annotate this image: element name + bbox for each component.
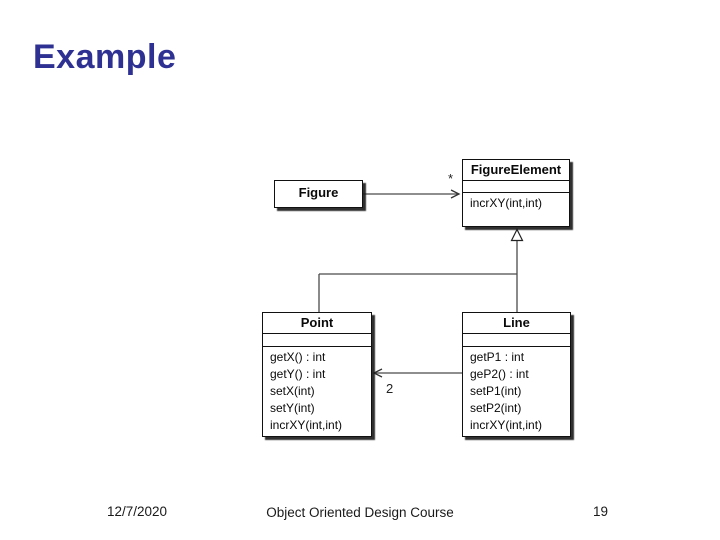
- footer-date: 12/7/2020: [107, 504, 168, 519]
- class-line: Line getP1 : int geP2() : int setP1(int)…: [462, 312, 571, 437]
- operation: setY(int): [270, 401, 315, 415]
- class-figure-name: Figure: [298, 185, 339, 200]
- slide-footer: 12/7/2020 Object Oriented Design Course …: [0, 504, 720, 528]
- operation: geP2() : int: [470, 367, 529, 381]
- class-line-name: Line: [503, 315, 530, 330]
- class-figure-element-operations: incrXY(int,int): [463, 192, 569, 226]
- class-figure-element: FigureElement incrXY(int,int): [462, 159, 570, 227]
- operation: incrXY(int,int): [470, 196, 543, 210]
- operation: setP1(int): [470, 384, 522, 398]
- class-point-name: Point: [300, 315, 334, 330]
- footer-page-number: 19: [593, 504, 609, 519]
- hollow-triangle-icon: [510, 228, 524, 242]
- multiplicity-2-label: 2: [386, 381, 393, 396]
- operation: getP1 : int: [470, 350, 525, 364]
- class-line-attributes: [463, 333, 570, 346]
- footer-course-title: Object Oriented Design Course: [266, 505, 454, 520]
- open-arrowhead-left-icon: [372, 368, 383, 378]
- operation: incrXY(int,int): [270, 418, 343, 432]
- class-line-operations: getP1 : int geP2() : int setP1(int) setP…: [463, 346, 570, 435]
- open-arrowhead-right-icon: [450, 189, 461, 199]
- operation: setP2(int): [470, 401, 522, 415]
- slide-title: Example: [33, 38, 177, 76]
- class-point-operations: getX() : int getY() : int setX(int) setY…: [263, 346, 371, 435]
- class-figure-element-attributes: [463, 180, 569, 192]
- operation: incrXY(int,int): [470, 418, 543, 432]
- class-point-attributes: [263, 333, 371, 346]
- class-point: Point getX() : int getY() : int setX(int…: [262, 312, 372, 437]
- class-figure-element-name: FigureElement: [470, 162, 562, 177]
- multiplicity-star-label: *: [448, 171, 453, 186]
- operation: getX() : int: [270, 350, 326, 364]
- operation: setX(int): [270, 384, 315, 398]
- class-figure: Figure: [274, 180, 363, 208]
- operation: getY() : int: [270, 367, 326, 381]
